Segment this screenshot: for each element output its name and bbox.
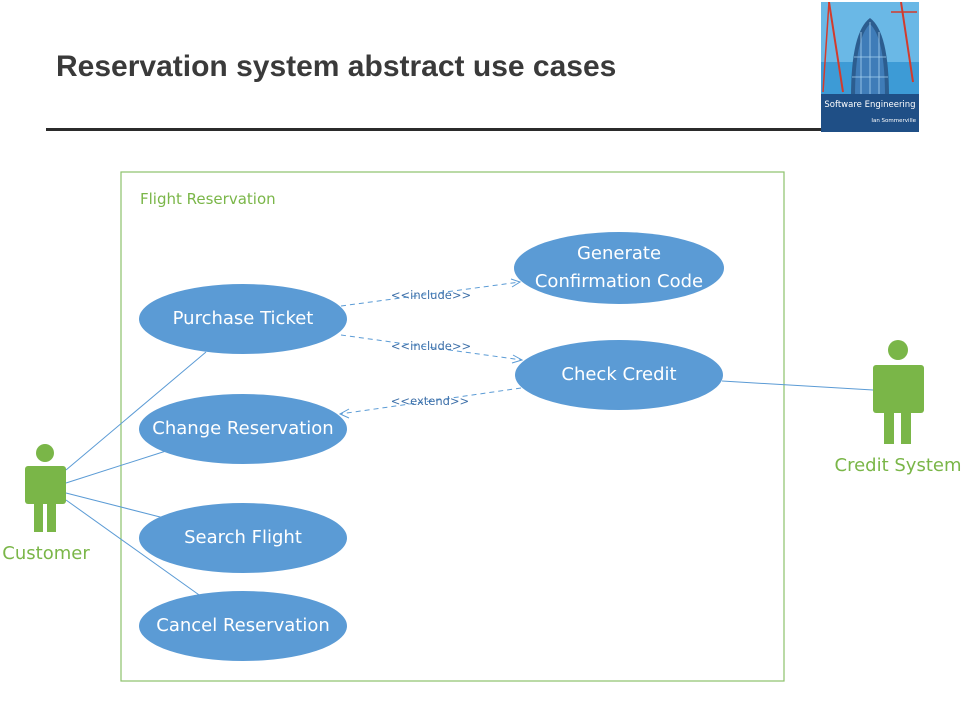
book-cover-art: [821, 2, 919, 132]
credit-system-actor-label: Credit System: [834, 455, 962, 476]
usecase-purchase-ticket: [139, 284, 347, 354]
usecase-check-credit-label: Check Credit: [561, 364, 677, 385]
association-customer-purchase: [65, 351, 207, 471]
book-author: Ian Sommerville: [871, 118, 916, 124]
usecase-check-credit: [515, 340, 723, 410]
include-credit-line: [340, 334, 523, 361]
association-creditsystem-checkcredit: [721, 380, 874, 391]
association-customer-search: [65, 492, 165, 519]
include-confirmation-arrowhead: [510, 278, 522, 288]
customer-actor-icon: [25, 444, 66, 532]
system-boundary: [120, 171, 785, 682]
usecase-generate-confirmation-code: [514, 232, 724, 304]
extend-change-arrowhead: [338, 408, 350, 419]
usecase-search-flight: [139, 503, 347, 573]
book-title: Software Engineering: [824, 100, 916, 110]
include-credit-label: <<include>>: [390, 339, 472, 353]
usecase-purchase-ticket-label: Purchase Ticket: [172, 308, 314, 329]
usecase-cancel-reservation-label: Cancel Reservation: [156, 615, 330, 636]
usecase-change-reservation: [139, 394, 347, 464]
include-credit-arrowhead: [511, 354, 524, 364]
title-divider: [46, 128, 822, 131]
usecase-change-reservation-label: Change Reservation: [152, 418, 334, 439]
book-cover-image: Software Engineering Ian Sommerville: [821, 2, 919, 132]
usecase-generate-label-line1: Generate: [576, 243, 662, 264]
association-customer-change: [65, 450, 167, 484]
extend-change-line: [339, 387, 522, 415]
usecase-generate-label-line2: Confirmation Code: [534, 271, 704, 292]
credit-system-actor-icon: [873, 340, 924, 444]
association-customer-cancel: [65, 499, 203, 598]
usecase-cancel-reservation: [139, 591, 347, 661]
customer-actor-label: Customer: [2, 543, 90, 564]
include-confirmation-label: <<include>>: [390, 288, 472, 302]
system-boundary-label: Flight Reservation: [140, 190, 276, 208]
slide-title: Reservation system abstract use cases: [56, 50, 617, 83]
include-confirmation-line: [340, 281, 521, 307]
usecase-search-flight-label: Search Flight: [184, 527, 302, 548]
extend-change-label: <<extend>>: [390, 394, 470, 408]
